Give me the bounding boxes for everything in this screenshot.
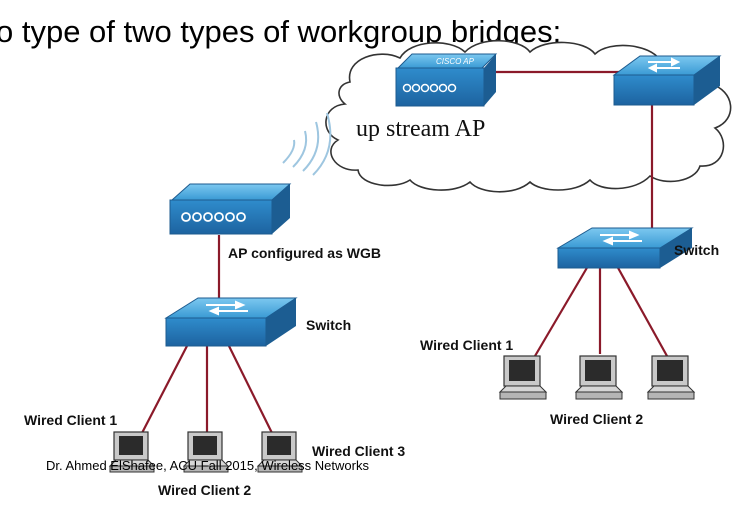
pc-icon [182, 431, 230, 473]
pc-icon [646, 355, 696, 400]
link-right-switch-client1 [534, 265, 589, 357]
svg-text:CISCO AP: CISCO AP [436, 57, 475, 66]
core-switch-device [612, 55, 722, 106]
upstream-ap-device: CISCO AP [395, 53, 498, 107]
right-client1-label: Wired Client 1 [420, 337, 514, 353]
pc-icon [108, 431, 156, 473]
slide-heading: o type of two types of workgroup bridges… [0, 14, 562, 49]
left-switch-label: Switch [306, 317, 352, 333]
wireless-signal-icon [282, 112, 332, 176]
upstream-ap-label: up stream AP [356, 116, 486, 142]
right-switch-label: Switch [674, 242, 720, 258]
pc-icons [108, 355, 696, 473]
left-client2-label: Wired Client 2 [158, 482, 252, 498]
wgb-label: AP configured as WGB [228, 245, 381, 261]
left-client1-label: Wired Client 1 [24, 412, 118, 428]
pc-icon [256, 431, 304, 473]
slide-footer: Dr. Ahmed ElShafee, ACU Fall 2015, Wirel… [46, 458, 369, 473]
right-client2-label: Wired Client 2 [550, 411, 644, 427]
pc-icon [574, 355, 624, 400]
wgb-ap-device [169, 183, 292, 235]
right-switch-device [556, 227, 694, 269]
left-client3-label: Wired Client 3 [312, 443, 406, 459]
link-left-switch-client3 [227, 343, 273, 434]
pc-icon [498, 355, 548, 400]
link-left-switch-client1 [141, 343, 189, 434]
network-links [141, 70, 668, 434]
left-switch-device [164, 297, 298, 347]
link-right-switch-client3 [616, 265, 668, 357]
